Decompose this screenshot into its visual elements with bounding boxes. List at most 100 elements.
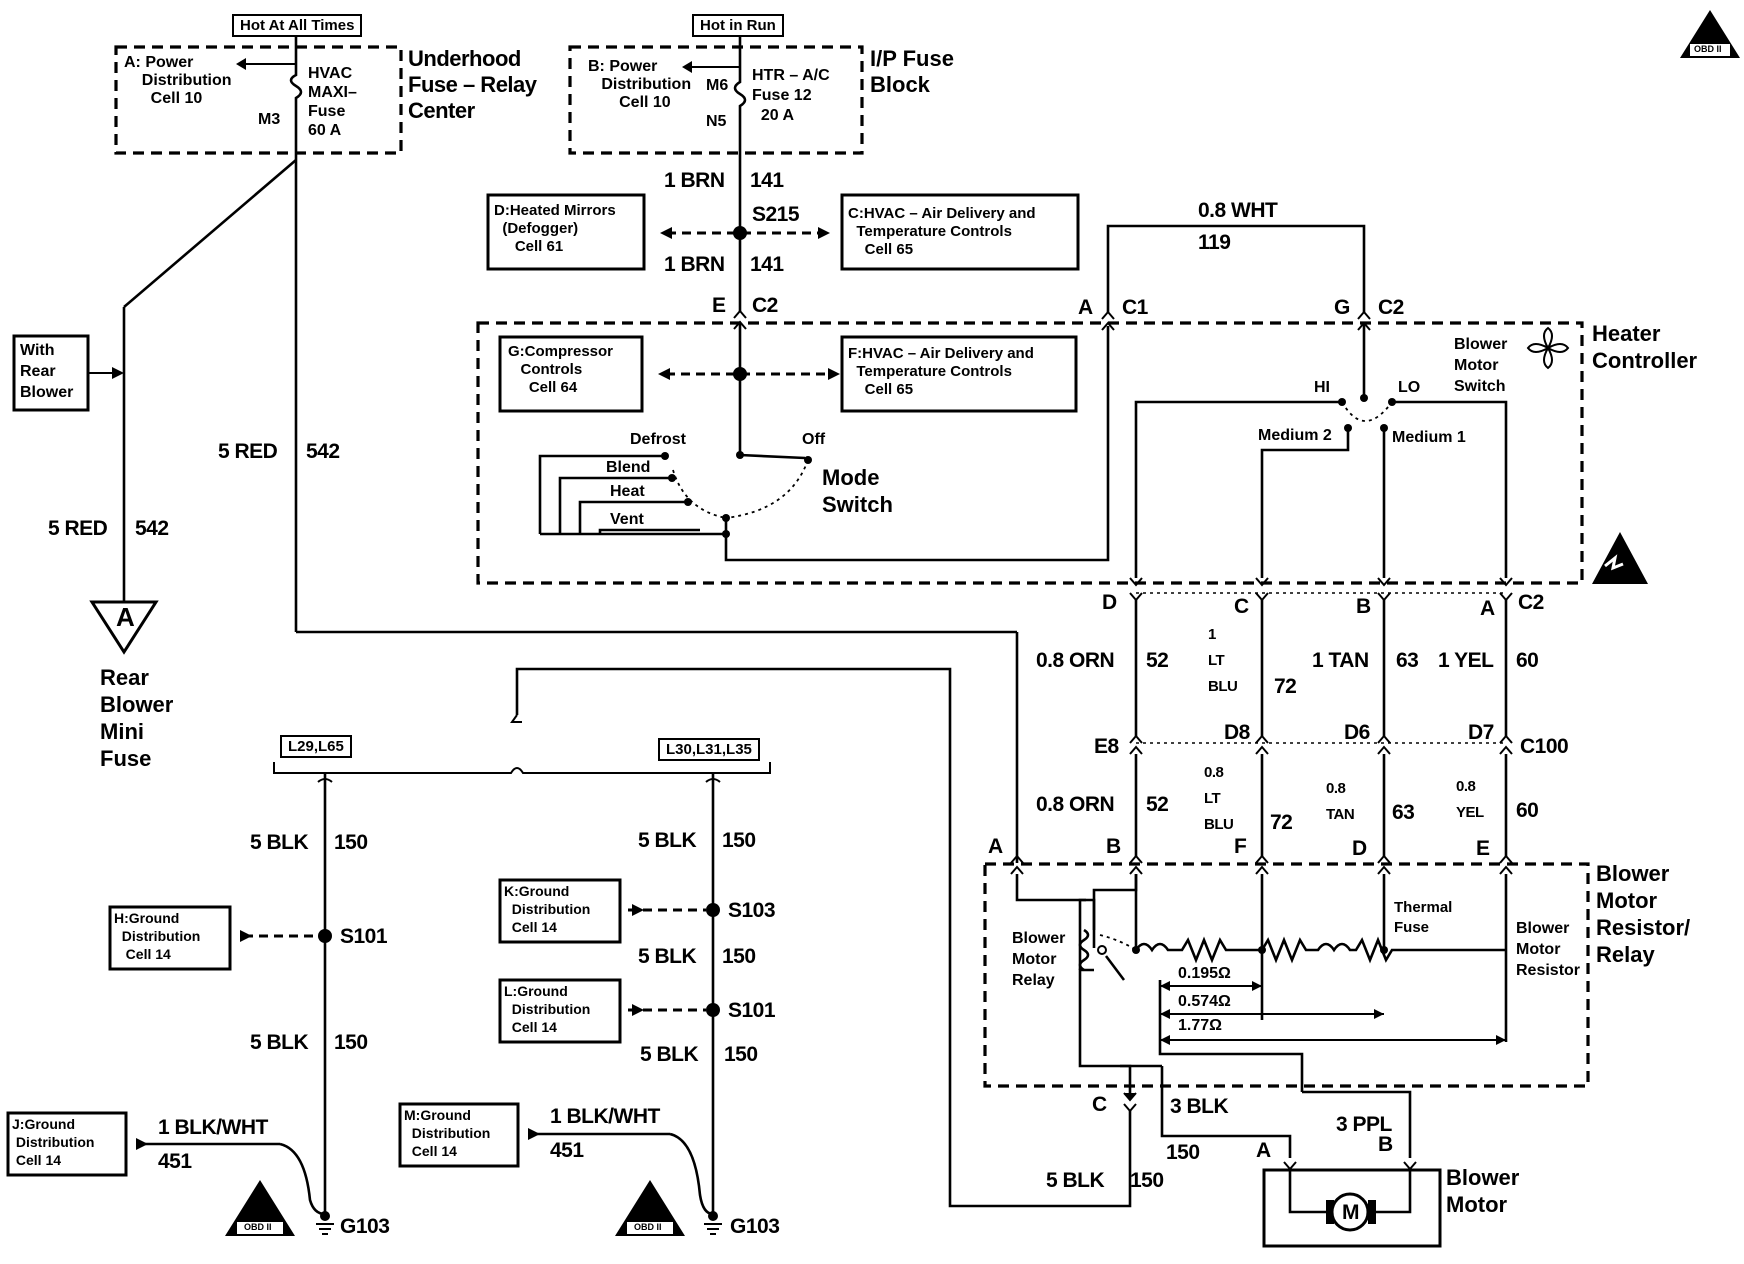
conn-c2-right: C2 bbox=[1378, 296, 1404, 319]
heater-controller-title: Heater Controller bbox=[1592, 321, 1698, 373]
wire-brn-bot: 1 BRN bbox=[664, 253, 725, 276]
wire-blkwht-r: 1 BLK/WHT bbox=[550, 1105, 660, 1128]
conn-e: E bbox=[712, 294, 726, 317]
blower-switch-label: Blower Motor Switch bbox=[1454, 336, 1508, 395]
r1-label: 0.195Ω bbox=[1178, 965, 1231, 982]
esd-icon bbox=[1592, 532, 1648, 584]
conn-r-f: F bbox=[1234, 835, 1247, 858]
resistor-relay-block bbox=[983, 862, 1590, 1088]
heated-mirrors-box bbox=[486, 193, 646, 271]
compressor-label: G:Compressor Controls Cell 64 bbox=[508, 343, 614, 396]
conn-g: G bbox=[1334, 296, 1350, 319]
ground-m-label: M:Ground Distribution Cell 14 bbox=[404, 1107, 491, 1159]
conn-m-b: B bbox=[1378, 1133, 1393, 1156]
underhood-title: Underhood Fuse – Relay Center bbox=[408, 46, 537, 123]
wire-blk-l2-num: 150 bbox=[334, 1031, 368, 1054]
conn-d7: D7 bbox=[1468, 721, 1494, 744]
htr-ac-fuse bbox=[733, 54, 747, 153]
hot-in-run-tag: Hot in Run bbox=[692, 14, 784, 37]
l29-l65-tag: L29,L65 bbox=[280, 735, 352, 758]
conn-r-c: C bbox=[1092, 1093, 1107, 1116]
s101-right-label: S101 bbox=[728, 999, 776, 1022]
ip-block-title: I/P Fuse Block bbox=[870, 46, 954, 97]
r2-label: 0.574Ω bbox=[1178, 993, 1231, 1010]
wire-blk-r2-num: 150 bbox=[722, 945, 756, 968]
wire-blk-l2: 5 BLK bbox=[250, 1031, 309, 1054]
conn-r-b: B bbox=[1106, 835, 1121, 858]
n5-terminal: N5 bbox=[706, 113, 727, 130]
resistor-chain bbox=[1134, 936, 1506, 964]
defrost-label: Defrost bbox=[630, 431, 687, 448]
wire-blk-r2: 5 BLK bbox=[638, 945, 697, 968]
motor-m-label: M bbox=[1342, 1201, 1360, 1224]
fan-icon bbox=[1526, 326, 1570, 370]
resistor-label: Blower Motor Resistor bbox=[1516, 920, 1581, 979]
wire-brn-top: 1 BRN bbox=[664, 169, 725, 192]
hvac-air-f-box bbox=[840, 335, 1078, 413]
s103-splice bbox=[706, 903, 720, 917]
obd-top-text: OBD II bbox=[1694, 44, 1722, 54]
conn-c100: C100 bbox=[1520, 735, 1569, 758]
heat-label: Heat bbox=[610, 483, 645, 500]
blower-motor-title: Blower Motor bbox=[1446, 1165, 1520, 1217]
conn-r-d: D bbox=[1352, 837, 1367, 860]
ground-k-label: K:Ground Distribution Cell 14 bbox=[504, 883, 591, 935]
wire-yel-2-num: 60 bbox=[1516, 799, 1539, 822]
vent-label: Vent bbox=[610, 511, 644, 528]
wire-red-main: 5 RED bbox=[218, 440, 278, 463]
wire-yel-1-num: 60 bbox=[1516, 649, 1539, 672]
l30-l31-l35-tag: L30,L31,L35 bbox=[658, 738, 760, 761]
wire-tan-1: 1 TAN bbox=[1312, 649, 1369, 672]
ip-fuse-block bbox=[568, 45, 864, 155]
s101-right-splice bbox=[706, 1003, 720, 1017]
relay-label: Blower Motor Relay bbox=[1012, 930, 1066, 989]
thermal-fuse-label: Thermal Fuse bbox=[1394, 899, 1453, 936]
m3-terminal: M3 bbox=[258, 111, 281, 128]
wire-brn-bot-num: 141 bbox=[750, 253, 784, 276]
motor-symbol bbox=[1330, 1192, 1370, 1232]
conn-c2-top: C2 bbox=[752, 294, 778, 317]
wire-ltblu-1: 1 LT BLU bbox=[1208, 626, 1238, 695]
conn-m-a: A bbox=[1256, 1139, 1271, 1162]
maxi-fuse-label: HVAC MAXI– Fuse 60 A bbox=[308, 65, 357, 139]
wire-tan-2-num: 63 bbox=[1392, 801, 1415, 824]
medium1-label: Medium 1 bbox=[1392, 429, 1466, 446]
wire-blk-5-motor: 5 BLK bbox=[1046, 1169, 1105, 1192]
conn-c1: C1 bbox=[1122, 296, 1148, 319]
r3-label: 1.77Ω bbox=[1178, 1017, 1222, 1034]
conn-a: A bbox=[1078, 296, 1093, 319]
ground-l-box bbox=[498, 978, 622, 1044]
ground-k-box bbox=[498, 878, 622, 944]
hot-at-all-times-tag: Hot At All Times bbox=[232, 14, 363, 37]
power-dist-a-label: A: Power Distribution Cell 10 bbox=[124, 54, 232, 107]
wire-red-left-num: 542 bbox=[135, 517, 169, 540]
conn-r-e: E bbox=[1476, 837, 1490, 860]
compressor-box bbox=[498, 335, 644, 413]
s103-label: S103 bbox=[728, 899, 776, 922]
ground-j-label: J:Ground Distribution Cell 14 bbox=[12, 1116, 95, 1168]
wire-yel-2: 0.8 YEL bbox=[1456, 778, 1484, 821]
heater-controller-block bbox=[476, 321, 1584, 585]
off-label: Off bbox=[802, 431, 826, 448]
wire-blk-3-num: 150 bbox=[1166, 1141, 1200, 1164]
wire-ltblu-2: 0.8 LT BLU bbox=[1204, 764, 1234, 833]
obd-left-text: OBD II bbox=[244, 1222, 272, 1232]
wire-tan-2: 0.8 TAN bbox=[1326, 780, 1355, 823]
wire-wht-num: 119 bbox=[1198, 231, 1231, 254]
g103-right-label: G103 bbox=[730, 1215, 780, 1238]
wire-blk-r1: 5 BLK bbox=[638, 829, 697, 852]
wire-blk-3: 3 BLK bbox=[1170, 1095, 1229, 1118]
wire-tan-1-num: 63 bbox=[1396, 649, 1419, 672]
obd-right-icon bbox=[615, 1180, 685, 1236]
s101-left-label: S101 bbox=[340, 925, 388, 948]
wire-orn-2: 0.8 ORN bbox=[1036, 793, 1115, 816]
wire-orn-1-num: 52 bbox=[1146, 649, 1169, 672]
conn-r-a: A bbox=[988, 835, 1003, 858]
wire-blk-r3-num: 150 bbox=[724, 1043, 758, 1066]
ground-j-box bbox=[6, 1111, 128, 1177]
ground-h-label: H:Ground Distribution Cell 14 bbox=[114, 910, 201, 962]
m6-terminal: M6 bbox=[706, 77, 729, 94]
conn-c2-mid: C2 bbox=[1518, 591, 1544, 614]
conn-d8: D8 bbox=[1224, 721, 1250, 744]
